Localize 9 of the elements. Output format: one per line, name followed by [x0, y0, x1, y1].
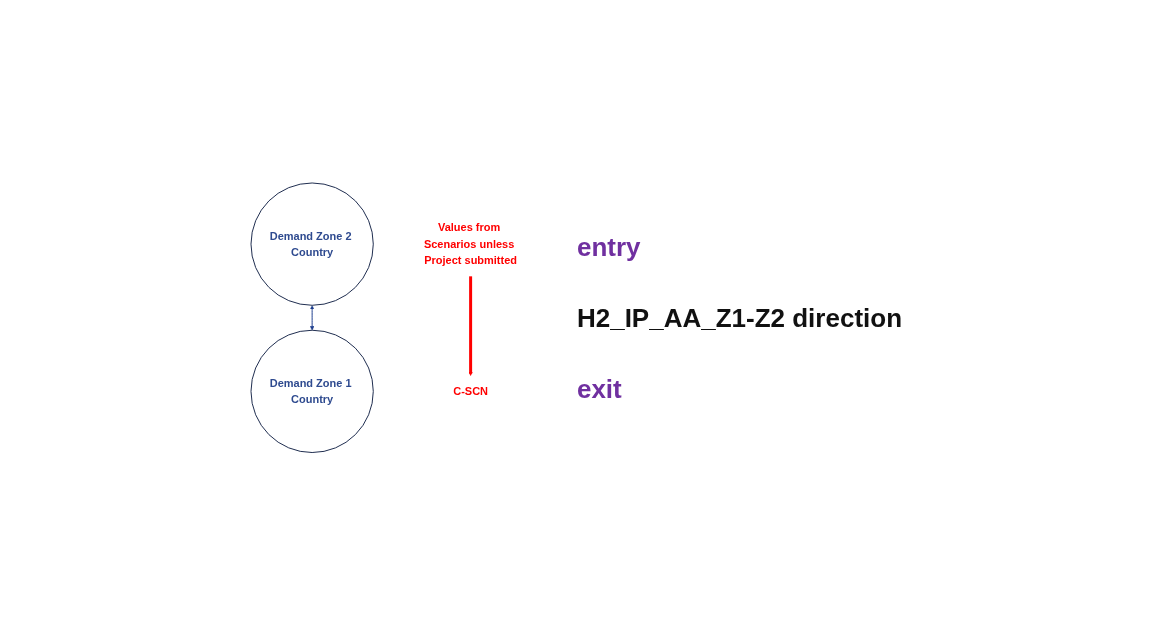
flow-label: entry [576, 231, 642, 263]
arrow [309, 305, 315, 331]
node-circle: Demand Zone 1 Country [250, 329, 374, 454]
flow-label: exit [576, 373, 623, 405]
arrow [468, 276, 473, 377]
node-text: C-SCN [453, 385, 488, 398]
direction-label: H2_IP_AA_Z1-Z2 direction [576, 302, 903, 334]
node-circle: Demand Zone 2 Country [250, 182, 374, 306]
node-text: Values from Scenarios unless Project submitted [423, 221, 517, 268]
